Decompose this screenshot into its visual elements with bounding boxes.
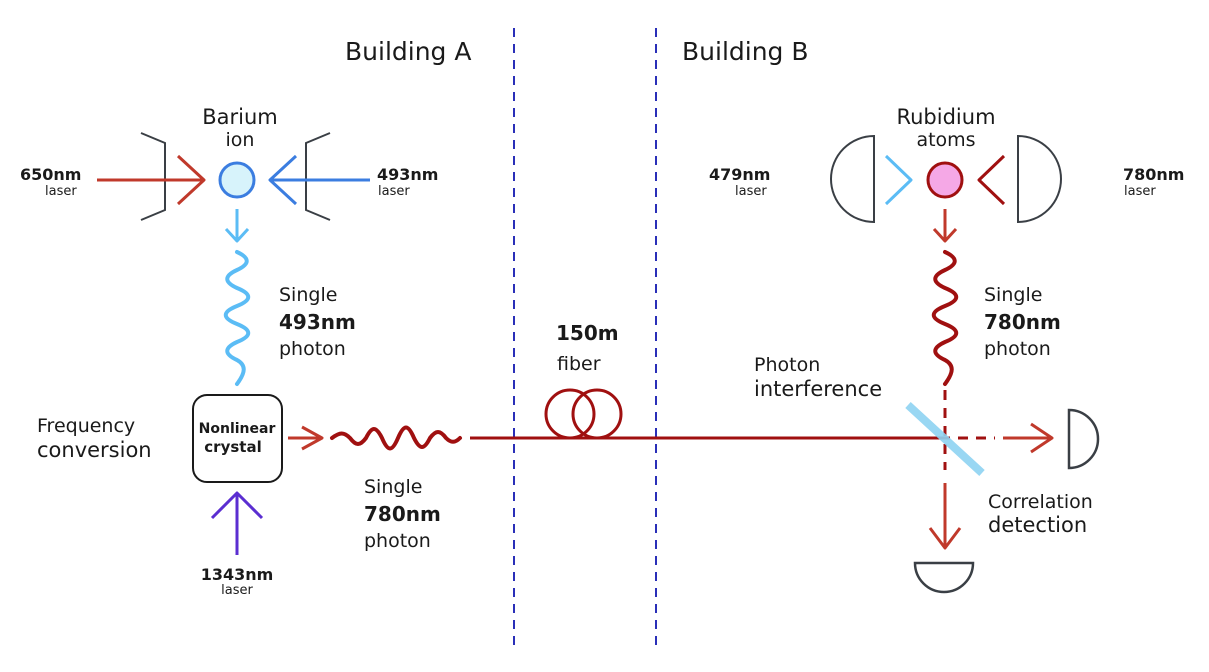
- photon-780b-label-3: photon: [984, 338, 1051, 360]
- laser-479-arrowhead: [884, 154, 913, 206]
- photon-780a-label-3: photon: [364, 530, 431, 552]
- laser-1343-arrowhead: [210, 491, 264, 520]
- laser-780-label: laser: [1124, 184, 1156, 199]
- laser-650-label: laser: [45, 184, 77, 199]
- ion-trap-left-electrode: [140, 132, 166, 221]
- photon-780-wave-b: [931, 250, 959, 386]
- laser-493-arrowhead: [268, 154, 298, 206]
- photon-780b-label-1: Single: [984, 284, 1042, 306]
- correlation-label-2: detection: [988, 513, 1087, 537]
- laser-1343-label: laser: [221, 583, 253, 598]
- beam-splitter: [905, 402, 985, 476]
- atom-emission-arrowhead: [932, 227, 958, 243]
- laser-493-label: laser: [378, 184, 410, 199]
- barium-label: Barium: [202, 105, 278, 129]
- laser-479-label: laser: [735, 184, 767, 199]
- output-arrowhead-right: [1030, 422, 1054, 454]
- photon-493-label-1: Single: [279, 284, 337, 306]
- interference-label-1: Photon: [754, 354, 820, 376]
- output-arrowhead-down: [928, 527, 962, 550]
- barium-ion: [218, 161, 256, 199]
- laser-780-arrowhead: [977, 154, 1006, 206]
- fiber-length-label: 150m: [556, 321, 619, 345]
- nonlinear-crystal: [192, 394, 283, 483]
- laser-650-arrowhead: [176, 154, 206, 206]
- rubidium-atoms: [926, 161, 964, 199]
- laser-650-wavelength: 650nm: [20, 165, 81, 184]
- detector-bottom: [913, 561, 975, 594]
- building-b-title: Building B: [682, 37, 809, 66]
- building-a-title: Building A: [345, 37, 471, 66]
- crystal-label-1: Nonlinear: [199, 421, 276, 437]
- crystal-label-2: crystal: [204, 438, 261, 456]
- ion-trap-right-electrode: [305, 132, 331, 221]
- photon-780a-label-2: 780nm: [364, 502, 441, 526]
- photon-493-label-2: 493nm: [279, 310, 356, 334]
- laser-780-wavelength: 780nm: [1123, 165, 1184, 184]
- freq-conversion-label-1: Frequency: [37, 415, 135, 437]
- barium-sublabel: ion: [226, 129, 255, 151]
- laser-493-wavelength: 493nm: [377, 165, 438, 184]
- photon-780a-label-1: Single: [364, 476, 422, 498]
- fiber-spool-loop-1: [544, 388, 596, 440]
- correlation-label-1: Correlation: [988, 491, 1093, 513]
- laser-479-wavelength: 479nm: [709, 165, 770, 184]
- interference-label-2: interference: [754, 377, 882, 401]
- crystal-output-arrowhead: [301, 425, 324, 451]
- laser-1343-wavelength: 1343nm: [201, 565, 274, 584]
- fiber-spool-loop-2: [571, 388, 623, 440]
- photon-493-label-3: photon: [279, 338, 346, 360]
- photon-780-wave-a: [330, 425, 462, 451]
- detector-right: [1067, 408, 1100, 470]
- freq-conversion-label-2: conversion: [37, 438, 152, 462]
- rubidium-label: Rubidium: [896, 105, 995, 129]
- ion-emission-arrowhead: [224, 227, 250, 243]
- photon-493-wave: [223, 250, 251, 386]
- photon-780b-label-2: 780nm: [984, 310, 1061, 334]
- fiber-label: fiber: [557, 353, 601, 375]
- rubidium-sublabel: atoms: [916, 129, 975, 151]
